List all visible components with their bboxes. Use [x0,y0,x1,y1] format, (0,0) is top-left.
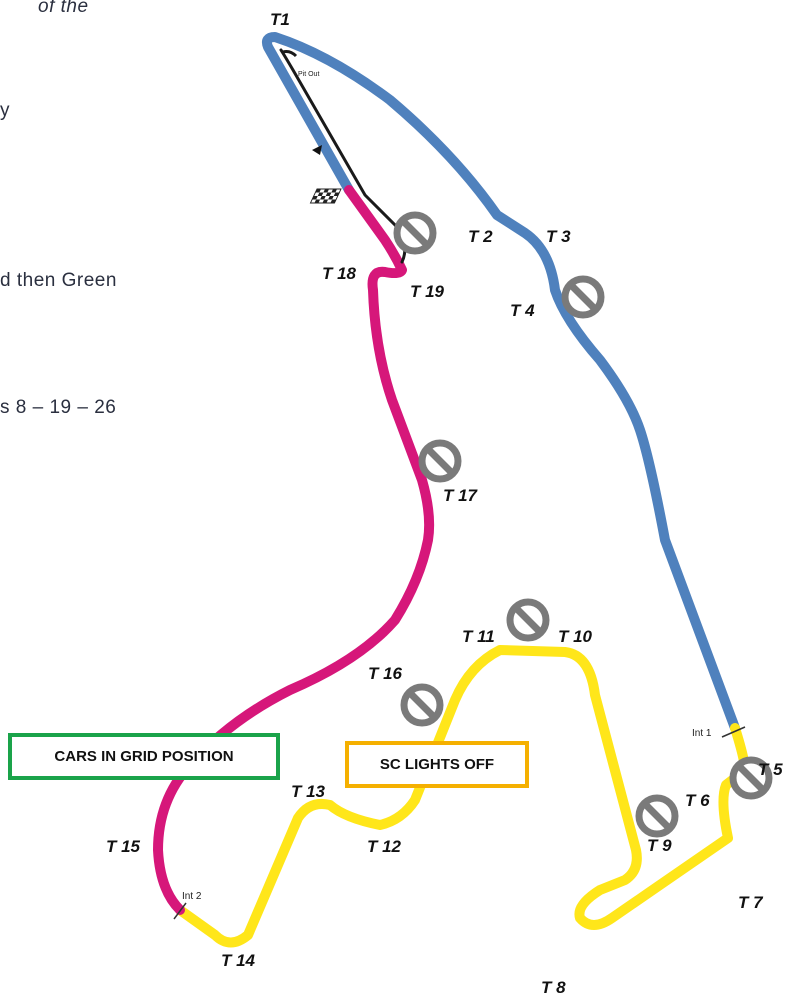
turn-label-t16: T 16 [368,664,403,683]
turn-label-t11: T 11 [462,627,495,646]
track-sector-2 [175,645,750,948]
int2-label: Int 2 [182,891,202,902]
pit-out-label: Pit Out [298,71,319,78]
turn-label-t12: T 12 [367,837,402,856]
turn-label-t15: T 15 [106,837,141,856]
turn-label-t18: T 18 [322,264,357,283]
side-text-line-1: of the [38,0,89,17]
side-text-line-3: d then Green [0,270,117,291]
turn-label-t17: T 17 [443,486,479,505]
cars-in-grid-position-box: CARS IN GRID POSITION [8,733,280,780]
turn-label-t14: T 14 [221,951,256,970]
pit-lane-start [282,50,298,58]
turn-label-t7: T 7 [738,893,764,912]
turn-label-t19: T 19 [410,282,445,301]
checkered-flag-icon [309,188,342,204]
no-entry-icon [400,683,444,727]
turn-label-t1: T1 [270,10,290,29]
turn-label-t10: T 10 [558,627,593,646]
int2-marker [173,902,187,920]
track-sector-1 [261,32,740,733]
turn-label-t6: T 6 [685,791,710,810]
turn-label-t13: T 13 [291,782,326,801]
cars-in-grid-position-label: CARS IN GRID POSITION [54,748,234,765]
side-text-line-4: s 8 – 19 – 26 [0,397,117,418]
turn-label-t9: T 9 [647,836,672,855]
sc-lights-off-box: SC LIGHTS OFF [345,741,529,788]
turn-label-t8: T 8 [541,978,566,997]
turn-label-t4: T 4 [510,301,535,320]
sc-lights-off-label: SC LIGHTS OFF [379,756,495,773]
int1-label: Int 1 [692,728,712,739]
turn-label-t2: T 2 [468,227,493,246]
turn-label-t3: T 3 [546,227,571,246]
turn-label-t5: T 5 [758,760,783,779]
no-entry-icon [506,598,550,642]
flag-marker-icon [312,145,322,155]
no-entry-icon [635,794,679,838]
no-entry-icon [418,439,462,483]
no-entry-icon [729,756,773,800]
no-entry-icon [393,211,437,255]
side-text-line-2: y [0,100,10,121]
int1-marker [721,726,746,738]
track-sector-3 [153,185,435,915]
pit-lane [279,48,407,264]
no-entry-icon [561,275,605,319]
